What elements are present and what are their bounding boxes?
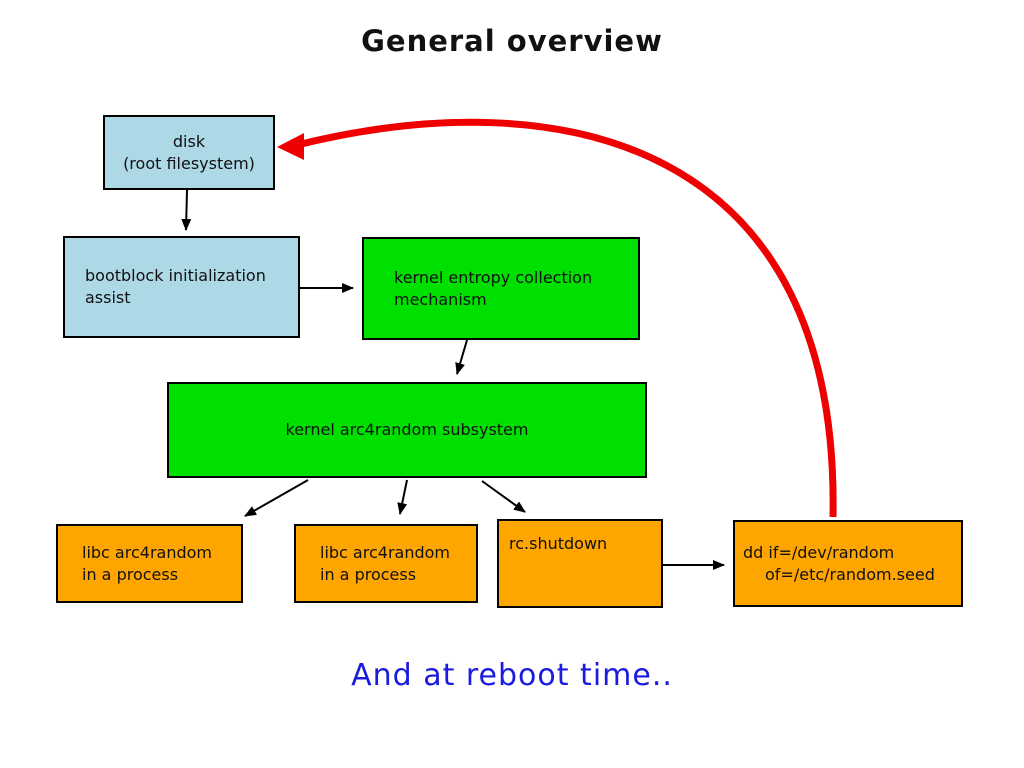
arrow-disk-to-bootblock: [181, 189, 192, 231]
node-disk-line1: disk: [172, 131, 206, 151]
node-dd-line2: of=/etc/random.seed: [765, 564, 935, 584]
node-libc2-line1: libc arc4random: [320, 542, 450, 562]
arrow-arc4random-to-libc1: [244, 479, 309, 517]
node-libc2-line2: in a process: [320, 564, 417, 584]
reboot-caption: And at reboot time..: [351, 658, 673, 693]
diagram-node-rc-shutdown: rc.shutdown: [497, 519, 663, 608]
diagram-node-arc4random-subsystem: kernel arc4random subsystem: [167, 382, 647, 478]
node-arc4-label: kernel arc4random subsystem: [285, 420, 529, 439]
arrow-entropy-to-arc4random: [455, 339, 468, 375]
node-bootblock-line1: bootblock initialization: [85, 266, 266, 285]
node-disk-line2: (root filesystem): [123, 153, 255, 173]
red-reboot-arrowhead-icon: [277, 133, 304, 160]
diagram-node-kernel-entropy: kernel entropy collection mechanism: [362, 237, 640, 340]
node-dd-line1: dd if=/dev/random: [743, 542, 895, 562]
node-entropy-line2: mechanism: [394, 289, 487, 309]
node-bootblock-line2: assist: [85, 288, 131, 307]
arrow-arc4random-to-libc2: [397, 479, 408, 515]
node-rc-label: rc.shutdown: [509, 534, 608, 553]
diagram-node-libc-process-1: libc arc4random in a process: [56, 524, 243, 603]
diagram-node-disk: disk (root filesystem): [103, 115, 275, 190]
node-libc1-line1: libc arc4random: [82, 542, 212, 562]
diagram-node-libc-process-2: libc arc4random in a process: [294, 524, 478, 603]
node-entropy-line1: kernel entropy collection: [394, 267, 593, 287]
page-title: General overview: [361, 24, 663, 58]
diagram-node-bootblock: bootblock initialization assist: [63, 236, 300, 338]
diagram-node-dd-seed: dd if=/dev/random of=/etc/random.seed: [733, 520, 963, 607]
node-libc1-line2: in a process: [82, 564, 179, 584]
arrow-arc4random-to-rcshutdown: [481, 480, 526, 513]
